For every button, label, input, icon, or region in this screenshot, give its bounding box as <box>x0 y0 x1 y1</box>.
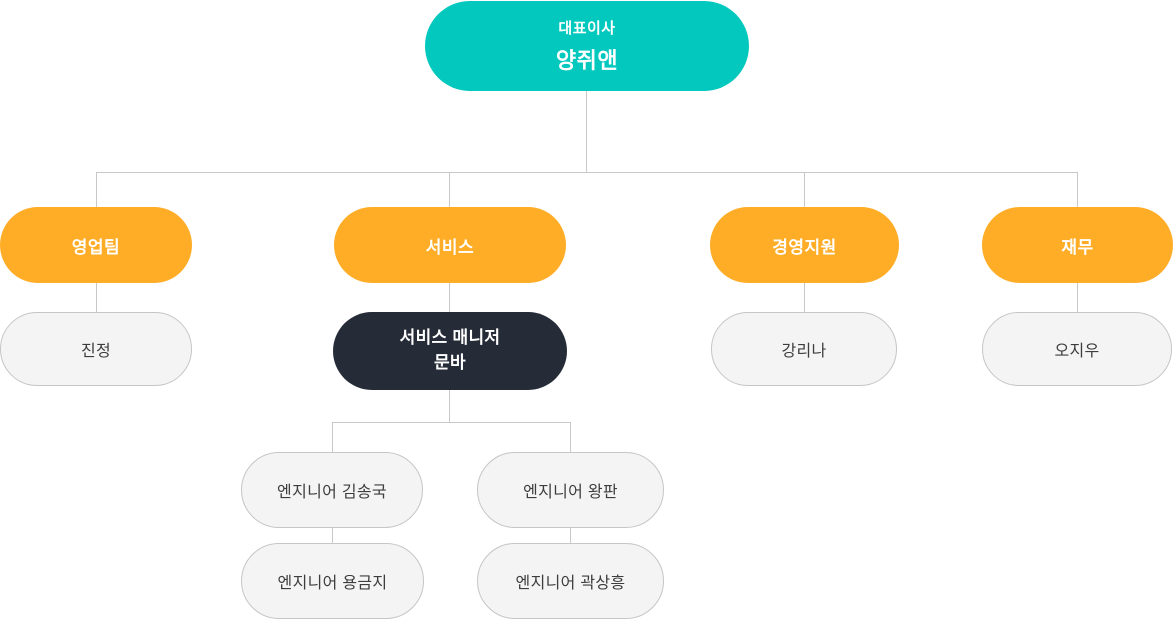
connector-service-manager <box>449 283 450 312</box>
connector-manager-down <box>449 390 450 422</box>
connector-engineer-rail <box>332 422 571 423</box>
ceo-title: 대표이사 <box>558 20 616 37</box>
dept-node-sales: 영업팀 <box>0 207 192 283</box>
connector-finance-member <box>1077 283 1078 312</box>
engineer-name: 엔지니어 용금지 <box>277 575 388 592</box>
connector-engineer-2-4 <box>570 528 571 543</box>
connector-ceo-down <box>586 91 587 172</box>
engineer-name: 엔지니어 김송국 <box>277 484 387 501</box>
connector-engineer-1-3 <box>332 528 333 543</box>
manager-title: 서비스 매니저 <box>399 328 501 348</box>
member-node-sales: 진정 <box>0 312 192 386</box>
member-node-finance: 오지우 <box>982 312 1172 386</box>
engineer-name: 엔지니어 왕판 <box>523 484 618 501</box>
engineer-name: 엔지니어 곽상흥 <box>515 575 626 592</box>
connector-sales-member <box>96 283 97 312</box>
connector-rail-to-sales <box>96 172 97 207</box>
connector-rail-to-mgmt <box>804 172 805 207</box>
engineer-node-3: 엔지니어 용금지 <box>241 543 424 619</box>
manager-name: 문바 <box>434 353 466 372</box>
connector-rail-to-finance <box>1077 172 1078 207</box>
dept-label: 재무 <box>1061 237 1094 257</box>
member-name: 오지우 <box>1054 343 1100 360</box>
connector-rail-to-engineer-1 <box>332 422 333 452</box>
connector-rail-to-engineer-2 <box>570 422 571 452</box>
connector-rail-to-service <box>449 172 450 207</box>
dept-node-service: 서비스 <box>334 207 566 283</box>
ceo-node: 대표이사 양쥐앤 <box>425 1 749 91</box>
ceo-name: 양쥐앤 <box>555 48 619 73</box>
connector-main-rail <box>96 172 1078 173</box>
manager-node-service: 서비스 매니저 문바 <box>333 312 567 390</box>
engineer-node-2: 엔지니어 왕판 <box>477 452 664 528</box>
engineer-node-1: 엔지니어 김송국 <box>241 452 423 528</box>
connector-mgmt-member <box>804 283 805 312</box>
dept-node-finance: 재무 <box>982 207 1173 283</box>
member-name: 강리나 <box>781 343 827 360</box>
dept-label: 서비스 <box>425 237 475 257</box>
dept-label: 영업팀 <box>71 237 121 257</box>
dept-node-mgmt: 경영지원 <box>710 207 899 283</box>
engineer-node-4: 엔지니어 곽상흥 <box>477 543 664 619</box>
dept-label: 경영지원 <box>772 237 837 257</box>
member-name: 진정 <box>80 343 112 360</box>
member-node-mgmt: 강리나 <box>711 312 897 386</box>
